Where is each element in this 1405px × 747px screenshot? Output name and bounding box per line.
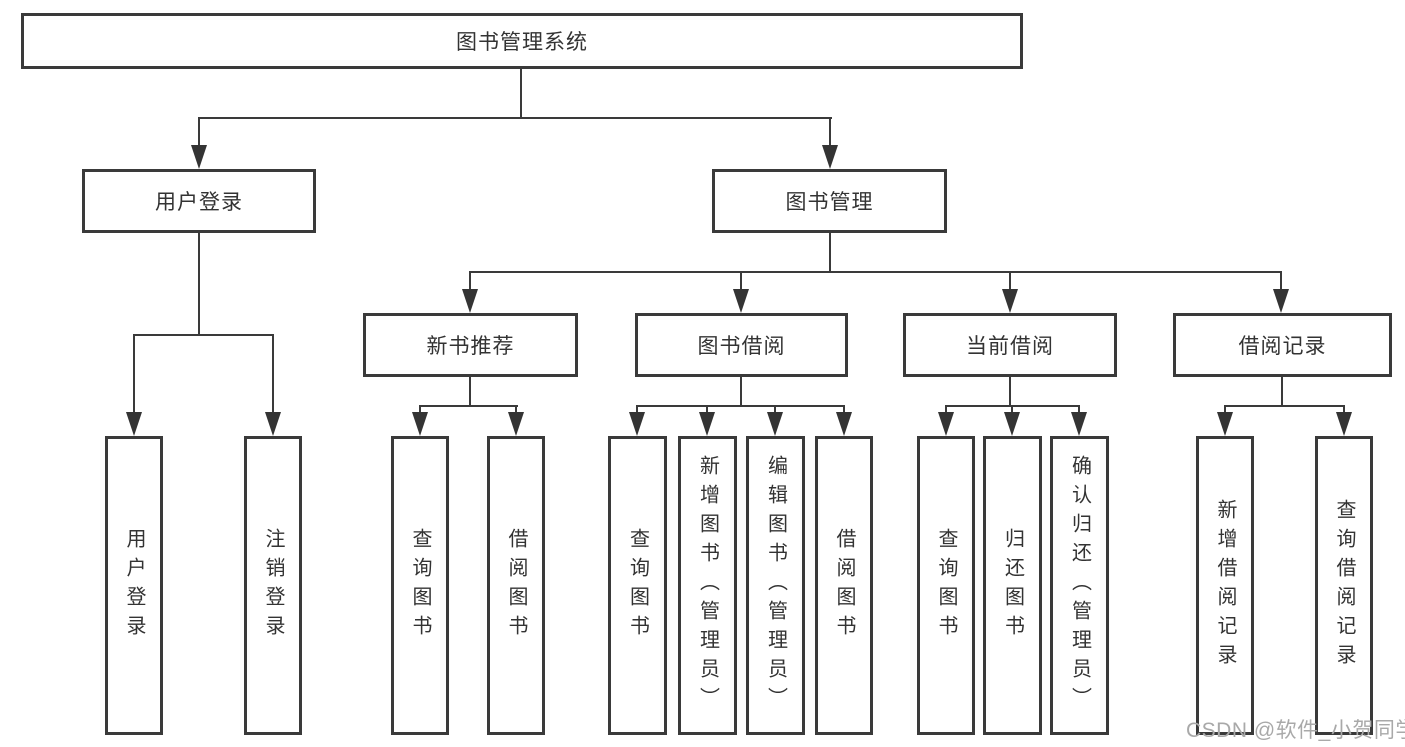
- arrowhead: [767, 412, 783, 436]
- arrowhead: [1071, 412, 1087, 436]
- node-label: 借阅记录: [1238, 335, 1327, 358]
- connector-line: [1011, 405, 1013, 415]
- leaf-label: 查询图书: [626, 527, 649, 644]
- connector-line: [740, 377, 742, 407]
- arrowhead: [822, 145, 838, 169]
- leaf-label: 新增借阅记录: [1214, 498, 1236, 673]
- connector-line: [198, 117, 832, 119]
- connector-line: [1224, 405, 1345, 407]
- leaf-borrow-books: 借阅图书: [815, 436, 873, 735]
- connector-line: [133, 334, 135, 414]
- connector-line: [1343, 405, 1345, 415]
- arrowhead: [1217, 412, 1233, 436]
- leaf-label: 借阅图书: [505, 527, 527, 644]
- arrowhead: [412, 412, 428, 436]
- node-label: 新书推荐: [426, 335, 515, 358]
- leaf-label: 查询借阅记录: [1333, 498, 1355, 673]
- node-label: 用户登录: [155, 191, 243, 214]
- connector-line: [636, 405, 845, 407]
- connector-line: [198, 233, 200, 335]
- connector-line: [706, 405, 708, 415]
- arrowhead: [836, 412, 852, 436]
- leaf-label: 编辑图书（管理员）: [764, 455, 787, 716]
- arrowhead: [699, 412, 715, 436]
- connector-line: [419, 405, 518, 407]
- node-new-book-recommendation: 新书推荐: [363, 313, 578, 377]
- node-book-borrowing: 图书借阅: [635, 313, 848, 377]
- csdn-watermark: CSDN @软件_小贺同学: [1186, 719, 1405, 742]
- connector-line: [1224, 405, 1226, 415]
- node-label: 图书借阅: [697, 335, 786, 358]
- leaf-logout: 注销登录: [244, 436, 302, 735]
- connector-line: [1009, 271, 1011, 291]
- arrowhead: [1002, 289, 1018, 313]
- connector-line: [198, 117, 200, 147]
- leaf-label: 查询图书: [935, 527, 957, 644]
- node-user-login: 用户登录: [82, 169, 316, 233]
- connector-line: [520, 69, 522, 118]
- arrowhead: [126, 412, 142, 436]
- leaf-query-borrow-record: 查询借阅记录: [1315, 436, 1373, 735]
- connector-line: [740, 271, 742, 291]
- leaf-query-books-recommend: 查询图书: [391, 436, 449, 735]
- connector-line: [1078, 405, 1080, 415]
- leaf-user-login: 用户登录: [105, 436, 163, 735]
- connector-line: [1009, 377, 1011, 407]
- connector-line: [843, 405, 845, 415]
- arrowhead: [191, 145, 207, 169]
- node-label: 图书管理: [785, 191, 874, 214]
- node-label: 当前借阅: [966, 335, 1054, 358]
- arrowhead: [629, 412, 645, 436]
- arrowhead: [1336, 412, 1352, 436]
- leaf-label: 注销登录: [262, 527, 284, 644]
- arrowhead: [938, 412, 954, 436]
- node-book-management: 图书管理: [712, 169, 947, 233]
- connector-line: [469, 271, 471, 291]
- connector-line: [636, 405, 638, 415]
- node-current-borrowing: 当前借阅: [903, 313, 1117, 377]
- connector-line: [419, 405, 421, 415]
- connector-line: [829, 233, 831, 272]
- leaf-edit-book-admin: 编辑图书（管理员）: [746, 436, 805, 735]
- leaf-return-books: 归还图书: [983, 436, 1042, 735]
- connector-line: [272, 334, 274, 414]
- arrowhead: [462, 289, 478, 313]
- connector-line: [469, 377, 471, 407]
- leaf-label: 归还图书: [1001, 527, 1024, 644]
- connector-line: [1281, 377, 1283, 407]
- leaf-borrow-books-recommend: 借阅图书: [487, 436, 545, 735]
- node-label: 图书管理系统: [456, 31, 588, 54]
- leaf-add-book-admin: 新增图书（管理员）: [678, 436, 737, 735]
- connector-line: [469, 271, 1282, 273]
- leaf-add-borrow-record: 新增借阅记录: [1196, 436, 1254, 735]
- node-library-management-system: 图书管理系统: [21, 13, 1023, 69]
- connector-line: [133, 334, 274, 336]
- leaf-label: 新增图书（管理员）: [696, 455, 719, 716]
- leaf-label: 借阅图书: [833, 527, 855, 644]
- connector-line: [945, 405, 947, 415]
- connector-line: [774, 405, 776, 415]
- connector-line: [515, 405, 517, 415]
- arrowhead: [1004, 412, 1020, 436]
- leaf-confirm-return-admin: 确认归还（管理员）: [1050, 436, 1109, 735]
- connector-line: [829, 117, 831, 147]
- node-borrowing-records: 借阅记录: [1173, 313, 1392, 377]
- arrowhead: [1273, 289, 1289, 313]
- leaf-label: 确认归还（管理员）: [1068, 455, 1091, 716]
- leaf-label: 用户登录: [123, 527, 145, 644]
- connector-line: [1280, 271, 1282, 291]
- leaf-query-books-current: 查询图书: [917, 436, 975, 735]
- arrowhead: [733, 289, 749, 313]
- leaf-query-books-borrowing: 查询图书: [608, 436, 667, 735]
- arrowhead: [265, 412, 281, 436]
- leaf-label: 查询图书: [409, 527, 431, 644]
- arrowhead: [508, 412, 524, 436]
